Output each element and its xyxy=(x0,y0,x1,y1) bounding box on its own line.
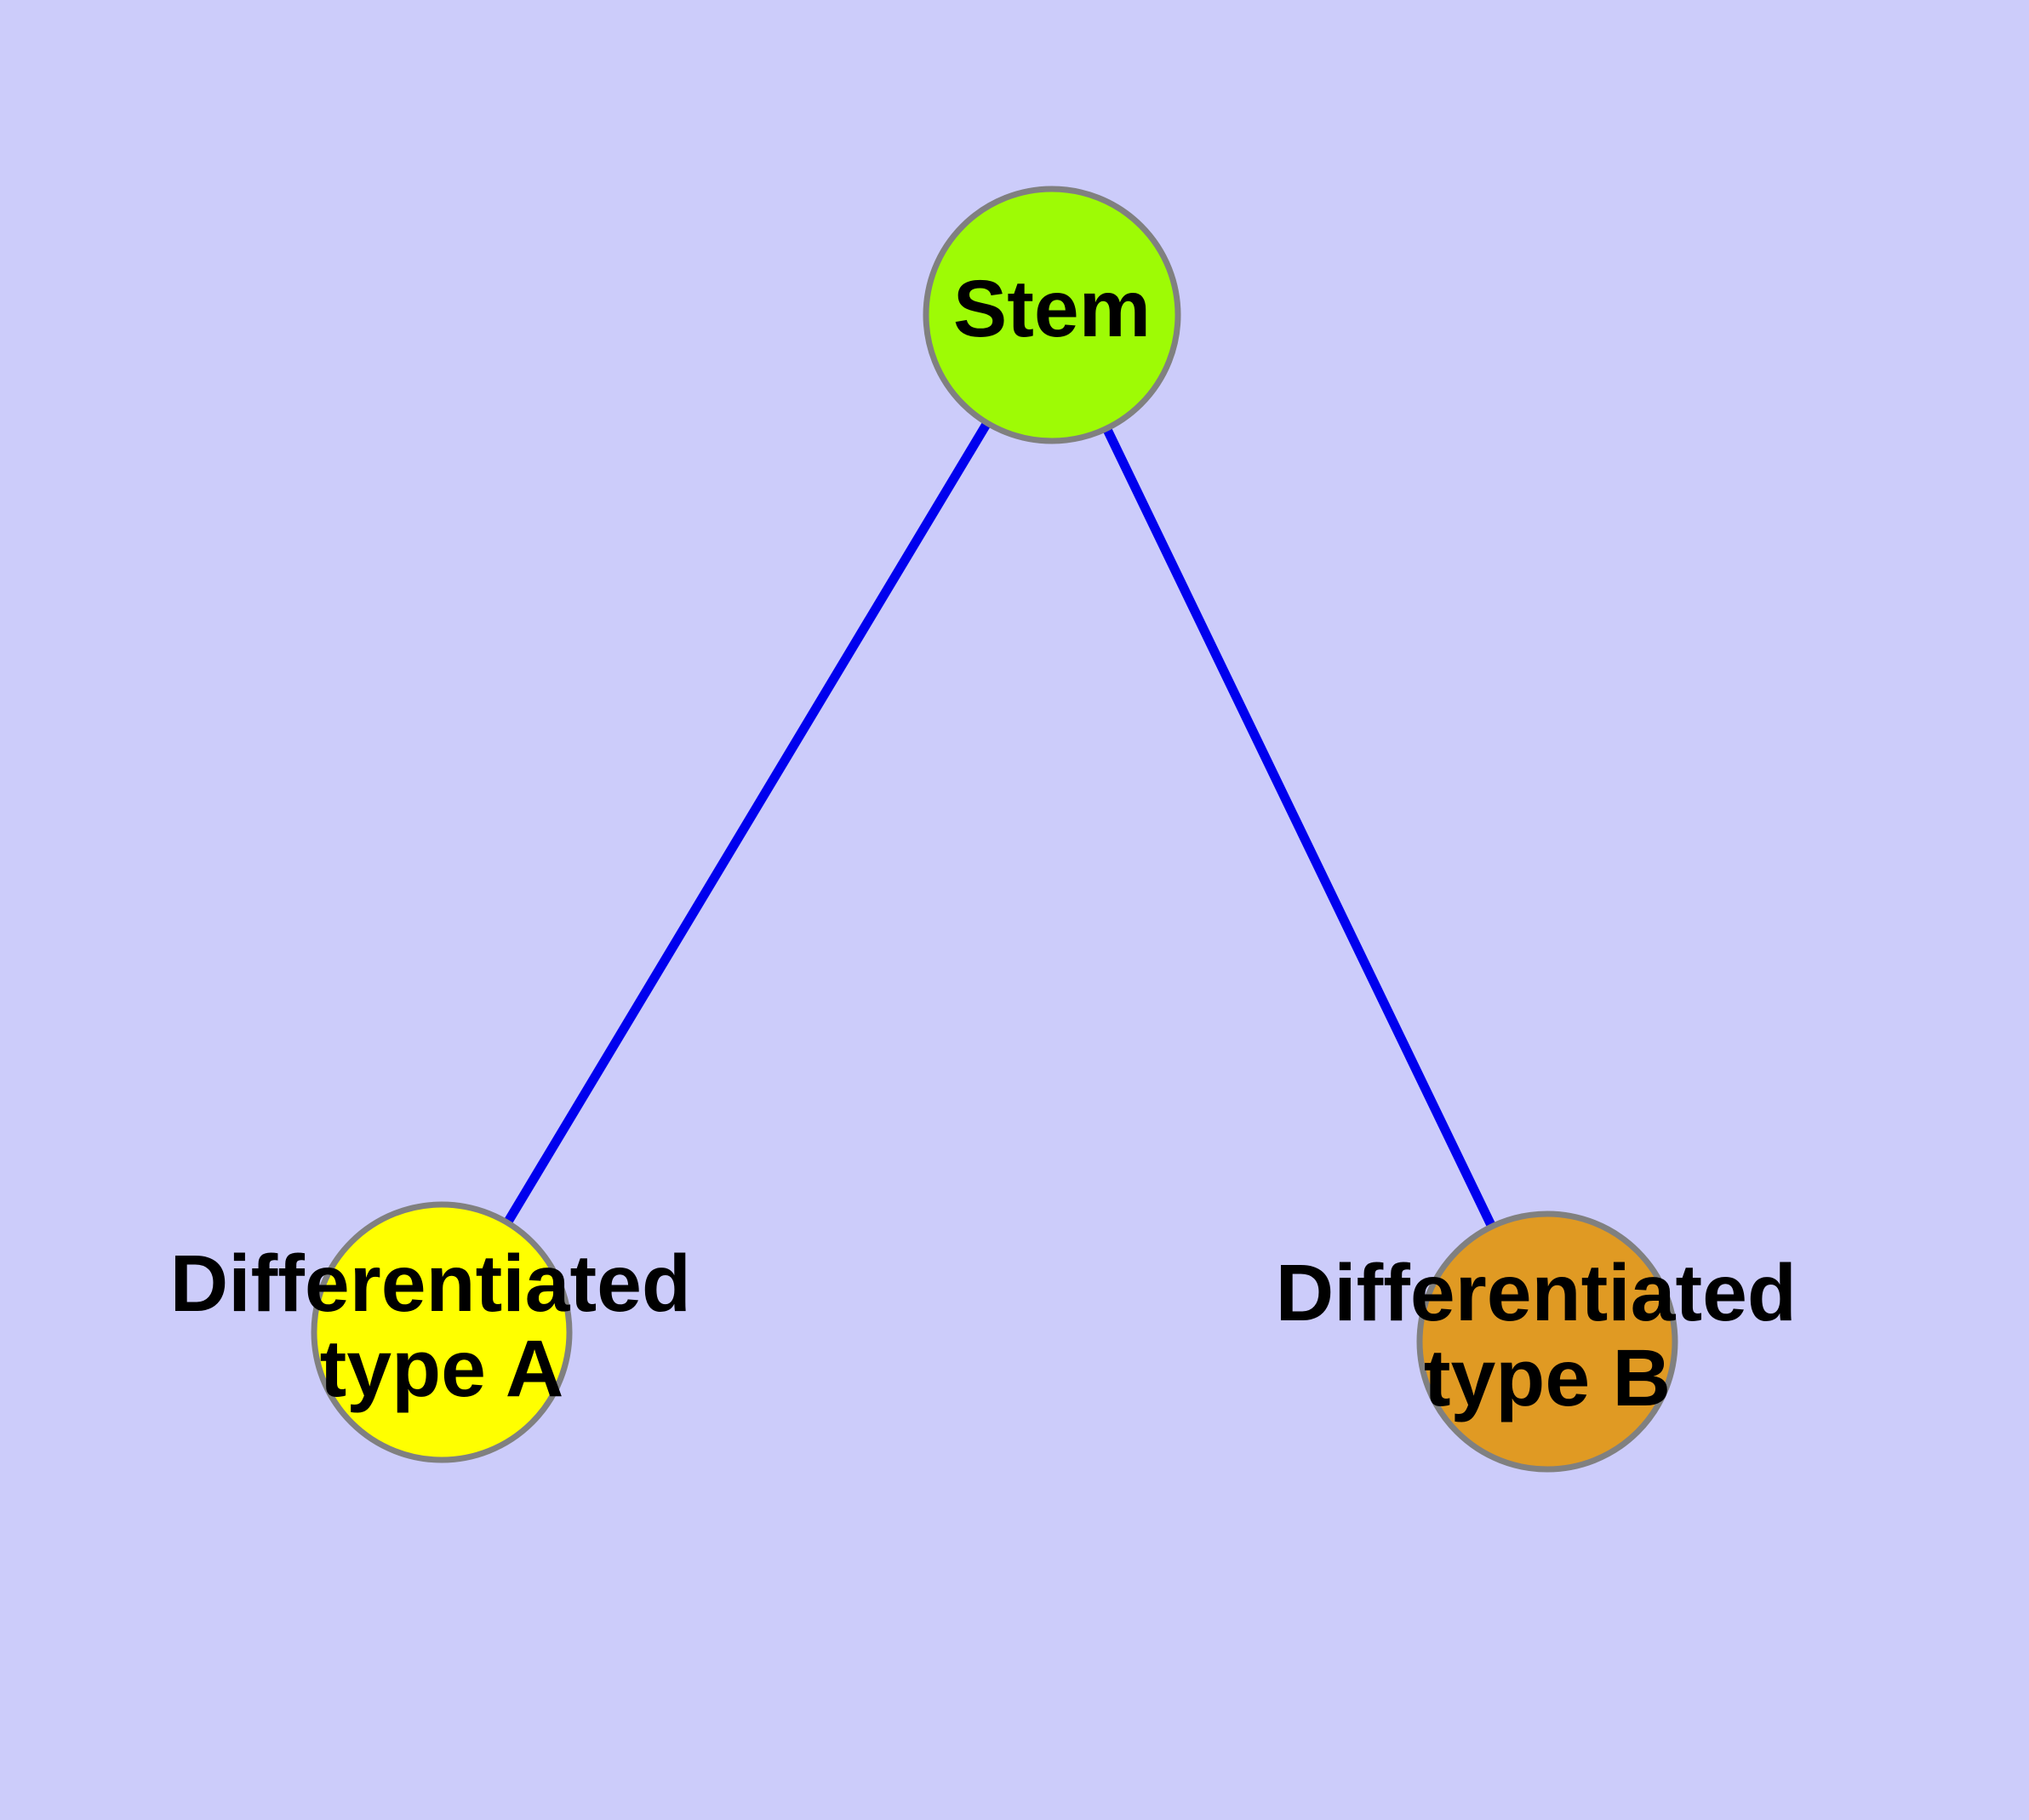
node-differentiated-type-a[interactable] xyxy=(311,1201,573,1463)
node-stem-circle[interactable] xyxy=(923,186,1181,444)
edge-stem-to-differentiated-a[interactable] xyxy=(437,312,1056,1335)
node-differentiated-type-b-circle[interactable] xyxy=(1416,1210,1678,1473)
edge-stem-to-differentiated-b[interactable] xyxy=(1048,312,1552,1344)
node-differentiated-type-a-circle[interactable] xyxy=(311,1201,573,1463)
node-stem[interactable] xyxy=(923,186,1181,444)
edge-layer xyxy=(437,312,1552,1344)
node-layer xyxy=(311,186,1678,1473)
node-differentiated-type-b[interactable] xyxy=(1416,1210,1678,1473)
